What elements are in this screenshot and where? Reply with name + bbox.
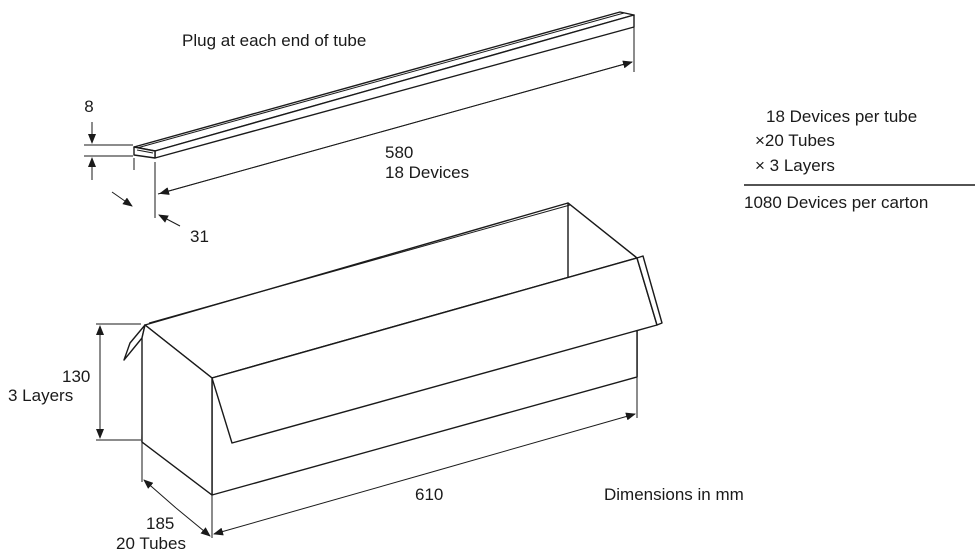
carton-height-dimension: 130 3 Layers bbox=[8, 323, 141, 441]
tube-end-plug bbox=[136, 149, 154, 154]
tube-width-dimension: 31 bbox=[111, 158, 209, 246]
calc-tubes: ×20 Tubes bbox=[755, 131, 835, 150]
units-note: Dimensions in mm bbox=[604, 485, 744, 504]
tube-height-label: 8 bbox=[84, 97, 93, 116]
plug-note: Plug at each end of tube bbox=[182, 31, 366, 50]
tube-end-face bbox=[133, 146, 156, 159]
carton-length-dimension: 610 bbox=[211, 377, 638, 538]
carton-height-sublabel: 3 Layers bbox=[8, 386, 73, 405]
carton-depth-dimension: 185 20 Tubes bbox=[116, 442, 211, 553]
calc-devices-per-tube: 18 Devices per tube bbox=[766, 107, 917, 126]
calculation-block: 18 Devices per tube ×20 Tubes × 3 Layers… bbox=[744, 107, 975, 212]
tube-length-dimension: 580 18 Devices bbox=[157, 27, 635, 195]
carton-height-label: 130 bbox=[62, 367, 90, 386]
tube-width-label: 31 bbox=[190, 227, 209, 246]
tube-height-dimension: 8 bbox=[84, 97, 133, 180]
tube-length-sublabel: 18 Devices bbox=[385, 163, 469, 182]
carton-depth-sublabel: 20 Tubes bbox=[116, 534, 186, 553]
calc-layers: × 3 Layers bbox=[755, 156, 835, 175]
carton-depth-label: 185 bbox=[146, 514, 174, 533]
carton-drawing bbox=[123, 202, 663, 496]
calc-total: 1080 Devices per carton bbox=[744, 193, 928, 212]
carton-length-label: 610 bbox=[415, 485, 443, 504]
carton-top-edge-inner bbox=[148, 204, 571, 324]
carton-front-flap-edge bbox=[636, 255, 663, 326]
carton-left-panel bbox=[141, 324, 213, 496]
tube-length-label: 580 bbox=[385, 143, 413, 162]
tube-top-groove bbox=[136, 12, 625, 149]
